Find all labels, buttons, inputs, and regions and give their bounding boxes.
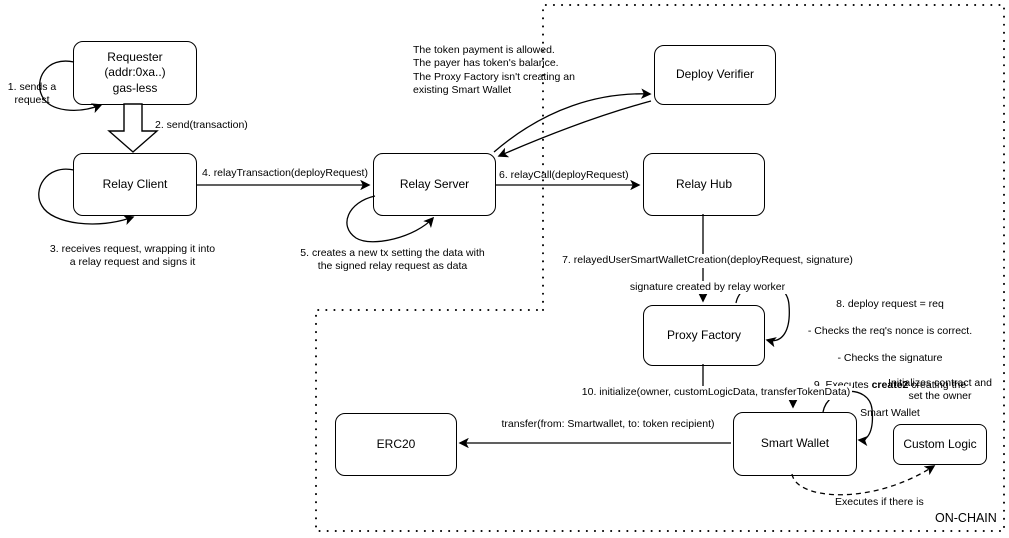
- note-5-creates-new-tx: 5. creates a new tx setting the data wit…: [300, 247, 485, 273]
- note-8-line1: 8. deploy request = req: [836, 297, 944, 310]
- verifier-to-server-arrow: [497, 100, 652, 158]
- note-8-9-proxy-checks: 8. deploy request = req - Checks the req…: [785, 284, 995, 434]
- note-9-line2: Smart Wallet: [860, 406, 920, 419]
- label-4-relay-transaction: 4. relayTransaction(deployRequest): [202, 167, 368, 179]
- node-erc20: ERC20: [335, 413, 457, 476]
- node-proxy-factory: Proxy Factory: [643, 305, 765, 366]
- node-deploy-verifier: Deploy Verifier: [654, 45, 776, 105]
- send-transaction-block-arrow: [107, 103, 159, 153]
- note-1-sends-request: 1. sends a request: [7, 81, 57, 107]
- note-3-receives-request: 3. receives request, wrapping it into a …: [49, 243, 216, 269]
- node-requester: Requester (addr:0xa..) gas-less: [73, 41, 197, 105]
- label-6-relay-call: 6. relayCall(deployRequest): [499, 169, 629, 181]
- label-10-text: 10. initialize(owner, customLogicData, t…: [579, 386, 853, 400]
- note-8-line2: - Checks the req's nonce is correct.: [807, 324, 973, 337]
- note-executes-if-there-is: Executes if there is: [835, 496, 924, 508]
- node-relay-client: Relay Client: [73, 153, 197, 216]
- note-initializes-contract: Initializes contract and set the owner: [888, 377, 992, 403]
- label-2-send-transaction: 2. send(transaction): [155, 119, 248, 131]
- server-to-verifier-arrow: [493, 88, 652, 153]
- node-relay-hub: Relay Hub: [643, 153, 765, 216]
- onchain-region-label: ON-CHAIN: [935, 511, 997, 525]
- label-7-line1: 7. relayedUserSmartWalletCreation(deploy…: [560, 254, 855, 268]
- label-7-line2: signature created by relay worker: [627, 280, 788, 295]
- note-verifier-checks: The token payment is allowed. The payer …: [413, 44, 575, 96]
- note-8-line3: - Checks the signature: [837, 352, 943, 365]
- node-relay-server: Relay Server: [373, 153, 496, 216]
- label-10-initialize: 10. initialize(owner, customLogicData, t…: [570, 373, 862, 400]
- label-transfer: transfer(from: Smartwallet, to: token re…: [501, 418, 715, 430]
